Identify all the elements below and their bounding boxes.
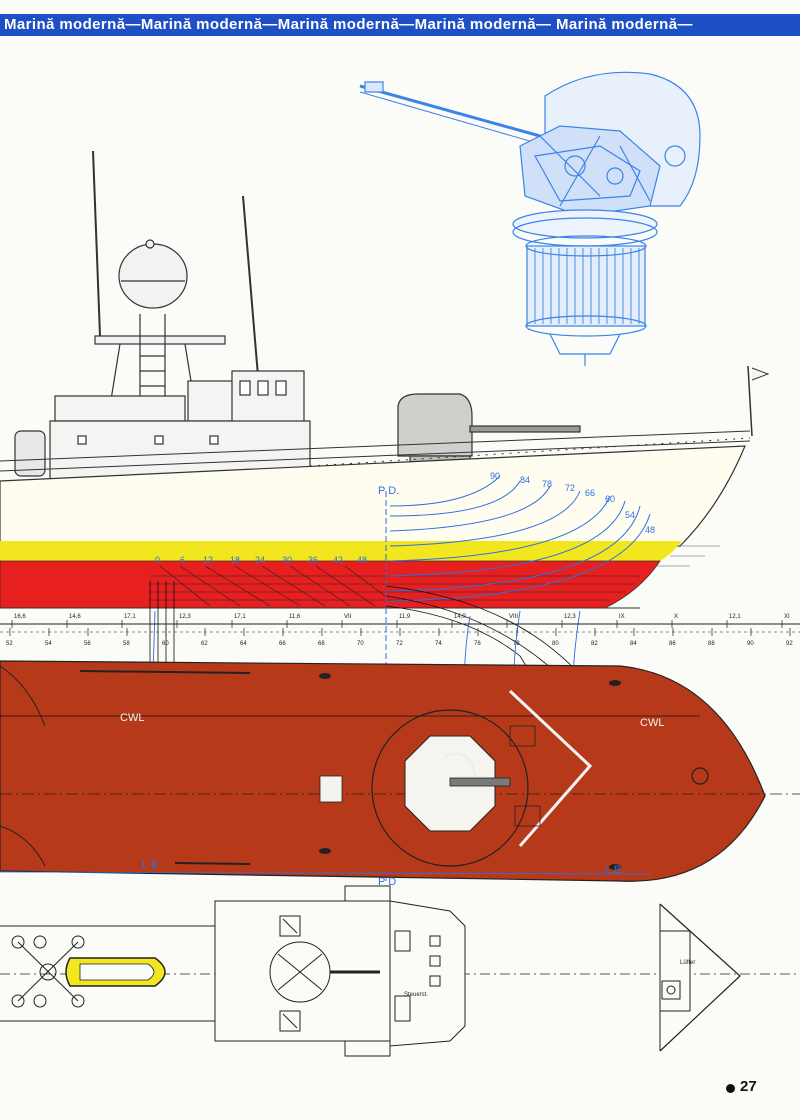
- scale-label-lower: 76: [474, 641, 481, 647]
- scale-label-upper: X: [674, 614, 678, 620]
- station-label-24: 24: [255, 555, 265, 565]
- banner-text: Marină modernă—Marină modernă—Marină mod…: [4, 16, 693, 33]
- lufter-label: Lüfter: [680, 960, 695, 966]
- scale-label-lower: 66: [279, 641, 286, 647]
- scale-label-lower: 62: [201, 641, 208, 647]
- scale-label-upper: 12,1: [729, 614, 741, 620]
- scale-label-upper: 14,0: [454, 614, 466, 620]
- station-label-30: 30: [282, 555, 292, 565]
- scale-label-lower: 56: [84, 641, 91, 647]
- pd-label-bottom: P D: [378, 876, 396, 888]
- station-label-66: 66: [585, 488, 595, 498]
- station-label-36: 36: [308, 555, 318, 565]
- scale-label-lower: 70: [357, 641, 364, 647]
- station-label-90: 90: [490, 471, 500, 481]
- station-label-48-stern: 48: [357, 555, 367, 565]
- lb-label-left: L B: [142, 859, 158, 871]
- scale-label-upper: VII: [344, 614, 352, 620]
- scale-label-lower: 52: [6, 641, 13, 647]
- scale-label-lower: 84: [630, 641, 637, 647]
- station-label-6: 6: [180, 555, 185, 565]
- plan-view: CWL CWL L B L B P D: [0, 660, 800, 888]
- scale-label-lower: 88: [708, 641, 715, 647]
- steuerst-label: Steuerst.: [404, 992, 428, 998]
- pd-label: P D.: [378, 485, 399, 497]
- station-label-60: 60: [605, 494, 615, 504]
- scale-label-upper: 11,9: [399, 614, 411, 620]
- scale-label-lower: 60: [162, 641, 169, 647]
- cwl-label-left: CWL: [120, 712, 144, 724]
- scale-label-upper: VIII: [509, 614, 518, 620]
- turret-cutaway: [359, 71, 701, 366]
- scale-label-lower: 86: [669, 641, 676, 647]
- scale-label-upper: 17,1: [234, 614, 246, 620]
- scale-label-lower: 74: [435, 641, 442, 647]
- ship-blueprint: 90 84 78 72 66 60 54 48 0 6 12 18 24 30 …: [0, 71, 800, 1057]
- scale-label-upper: IX: [619, 614, 625, 620]
- scale-label-upper: 12,3: [179, 614, 191, 620]
- page-number-bullet: [726, 1084, 735, 1093]
- station-label-84: 84: [520, 475, 530, 485]
- deck-plan: Steuerst. Lüfter: [0, 885, 800, 1057]
- station-label-54: 54: [625, 510, 635, 520]
- scale-label-lower: 90: [747, 641, 754, 647]
- scale-label-lower: 92: [786, 641, 793, 647]
- scale-label-lower: 58: [123, 641, 130, 647]
- dimension-scale: 16,6 14,6 17,1 12,3 17,1 11,6 VII 11,9 14,0 VIII 1…: [0, 614, 800, 647]
- scale-label-upper: 12,3: [564, 614, 576, 620]
- station-label-72: 72: [565, 483, 575, 493]
- scale-label-lower: 80: [552, 641, 559, 647]
- lb-label-right: L B: [605, 864, 621, 876]
- scale-label-lower: 78: [513, 641, 520, 647]
- scale-label-upper: 14,6: [69, 614, 81, 620]
- cwl-label-right: CWL: [640, 717, 664, 729]
- scale-label-lower: 82: [591, 641, 598, 647]
- station-label-48: 48: [645, 525, 655, 535]
- scale-label-upper: 11,6: [289, 614, 301, 620]
- page-number: 27: [740, 1078, 757, 1095]
- station-label-42: 42: [333, 555, 343, 565]
- scale-label-lower: 68: [318, 641, 325, 647]
- scale-label-upper: 16,6: [14, 614, 26, 620]
- station-label-18: 18: [230, 555, 240, 565]
- scale-label-lower: 64: [240, 641, 247, 647]
- station-label-0: 0: [155, 555, 160, 565]
- scale-label-upper: 17,1: [124, 614, 136, 620]
- scale-label-lower: 72: [396, 641, 403, 647]
- station-label-78: 78: [542, 479, 552, 489]
- header-banner: Marină modernă—Marină modernă—Marină mod…: [0, 14, 800, 36]
- station-label-12: 12: [203, 555, 213, 565]
- scale-label-lower: 54: [45, 641, 52, 647]
- scale-label-upper: XI: [784, 614, 790, 620]
